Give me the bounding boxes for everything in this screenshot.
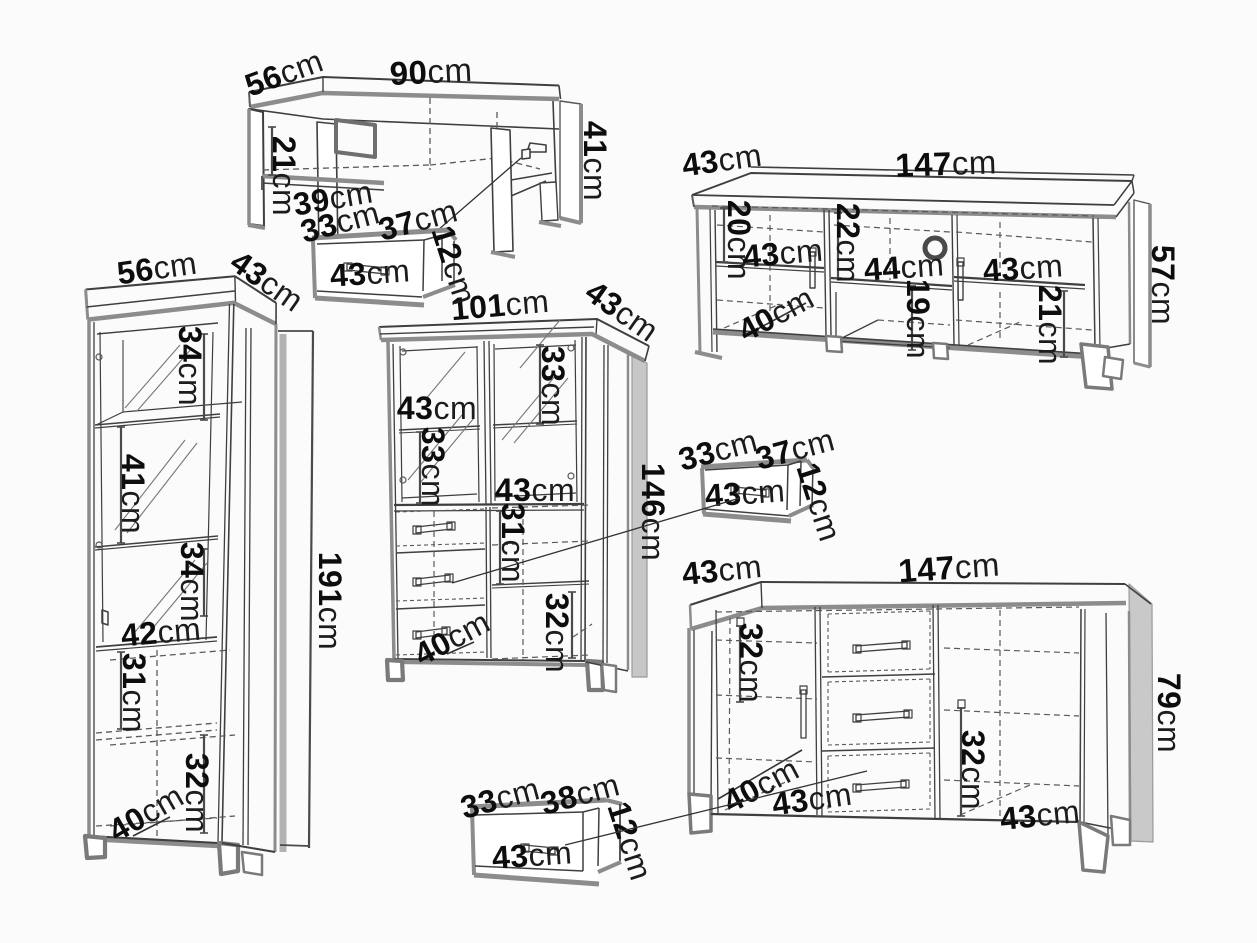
svg-text:43cm: 43cm [982,247,1065,289]
svg-text:32cm: 32cm [179,753,215,833]
svg-text:33cm: 33cm [535,346,571,426]
svg-text:90cm: 90cm [389,50,474,91]
svg-text:101cm: 101cm [449,283,550,327]
svg-text:32cm: 32cm [733,623,769,703]
svg-text:41cm: 41cm [577,121,613,201]
svg-text:43cm: 43cm [770,776,854,823]
svg-text:146cm: 146cm [635,463,671,562]
svg-text:44cm: 44cm [863,246,946,288]
svg-text:20cm: 20cm [721,200,757,280]
svg-text:43cm: 43cm [329,252,412,294]
svg-text:147cm: 147cm [895,143,998,184]
svg-text:32cm: 32cm [539,593,575,673]
svg-text:43cm: 43cm [998,793,1082,837]
svg-text:21cm: 21cm [266,136,302,216]
svg-text:34cm: 34cm [172,326,208,406]
svg-text:57cm: 57cm [1145,245,1181,325]
svg-text:43cm: 43cm [680,137,764,184]
svg-text:21cm: 21cm [1032,285,1068,365]
svg-text:43cm: 43cm [491,834,574,876]
svg-text:56cm: 56cm [115,245,199,292]
svg-text:31cm: 31cm [495,503,531,583]
svg-text:43cm: 43cm [680,548,764,592]
svg-text:34cm: 34cm [174,542,210,622]
svg-text:33cm: 33cm [415,427,451,507]
svg-text:43cm: 43cm [704,472,787,514]
svg-text:147cm: 147cm [897,545,1001,589]
svg-text:32cm: 32cm [955,730,991,810]
svg-text:43cm: 43cm [741,232,824,275]
svg-text:43cm: 43cm [495,472,575,508]
svg-text:39cm: 39cm [290,173,375,222]
svg-text:43cm: 43cm [397,390,477,426]
svg-text:22cm: 22cm [830,203,866,283]
svg-text:31cm: 31cm [116,653,152,733]
svg-text:79cm: 79cm [1151,673,1187,753]
svg-text:19cm: 19cm [900,279,936,359]
svg-text:41cm: 41cm [115,454,151,534]
svg-text:42cm: 42cm [119,611,202,654]
svg-text:191cm: 191cm [312,552,348,651]
